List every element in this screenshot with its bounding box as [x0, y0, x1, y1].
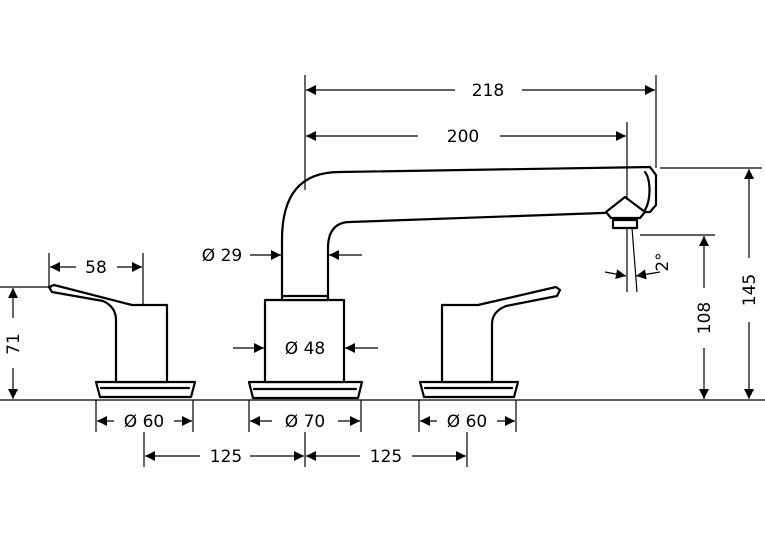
dimension-218-label: 218 [472, 81, 504, 101]
right-handle-base-plate [418, 380, 520, 399]
spout-arm [280, 165, 658, 302]
left-handle [47, 283, 197, 399]
dimension-108: 108 [640, 234, 715, 399]
dimension-125-left-label: 125 [210, 447, 242, 467]
dimension-29-label: Ø 29 [202, 246, 242, 266]
dimension-58: 58 [48, 253, 144, 305]
dimension-60-left-label: Ø 60 [124, 412, 164, 432]
dimension-48-label: Ø 48 [285, 339, 325, 359]
dimension-125-right-label: 125 [370, 447, 402, 467]
dimension-29: Ø 29 [202, 246, 362, 266]
dimension-71: 71 [0, 286, 52, 399]
left-handle-base-plate [94, 380, 197, 399]
right-handle [418, 285, 562, 399]
dimension-71-label: 71 [4, 333, 24, 355]
left-handle-lever [47, 283, 169, 384]
dimension-48: Ø 48 [233, 339, 378, 359]
dimension-60-right-label: Ø 60 [447, 412, 487, 432]
dimension-2-degrees: 2° [604, 227, 673, 293]
dimension-58-label: 58 [85, 258, 107, 278]
dimension-200-label: 200 [447, 127, 479, 147]
dimension-70: Ø 70 [248, 400, 362, 432]
dimension-60-right: Ø 60 [418, 400, 517, 432]
dimension-2-degrees-label: 2° [653, 252, 673, 271]
dimension-70-label: Ø 70 [285, 412, 325, 432]
dimension-145-label: 145 [740, 274, 760, 306]
spout-aerator [604, 195, 647, 220]
dimension-60-left: Ø 60 [95, 400, 194, 432]
dimension-218: 218 [304, 75, 657, 190]
dimension-108-label: 108 [695, 302, 715, 334]
right-handle-lever [440, 285, 562, 384]
dimension-145: 145 [660, 167, 762, 399]
dimension-200: 200 [306, 122, 628, 200]
spout-body [263, 298, 346, 384]
dimension-125-pair: 125 125 [143, 432, 468, 467]
spout [247, 165, 658, 400]
spout-outlet [611, 218, 639, 230]
